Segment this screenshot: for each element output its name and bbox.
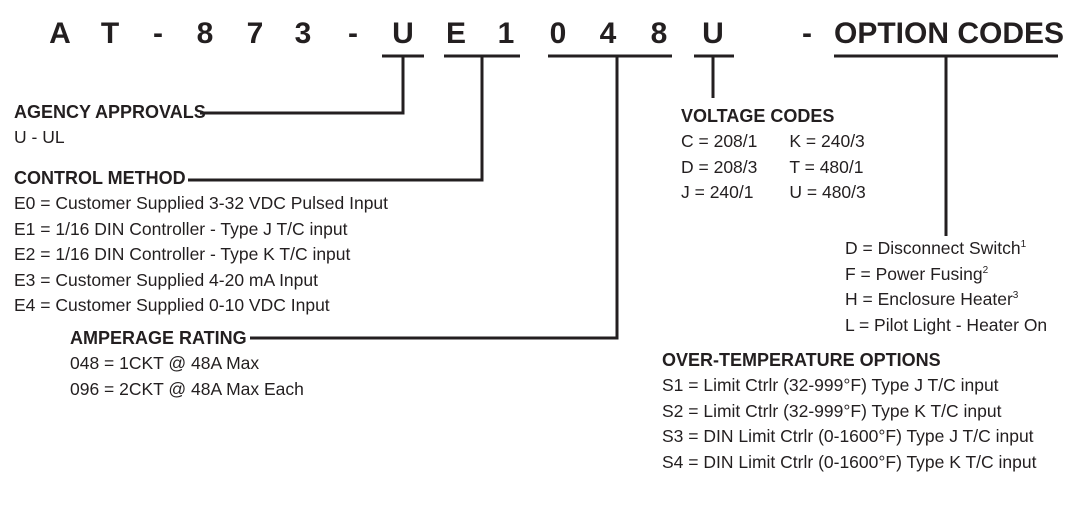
control-method-item: E3 = Customer Supplied 4-20 mA Input: [14, 269, 318, 290]
code-char: U: [702, 17, 724, 50]
agency-approvals-heading: AGENCY APPROVALS: [14, 102, 206, 122]
voltage-item: K = 240/3: [789, 131, 865, 151]
leader-agency: [200, 56, 405, 115]
code-char: 8: [196, 17, 214, 50]
over-temperature-block: OVER-TEMPERATURE OPTIONS S1 = Limit Ctrl…: [662, 347, 1036, 475]
agency-approvals-block: AGENCY APPROVALS U - UL: [14, 99, 206, 151]
voltage-column-right: K = 240/3 T = 480/1 U = 480/3: [789, 129, 865, 206]
voltage-item: C = 208/1: [681, 131, 758, 151]
option-codes-block: D = Disconnect Switch1 F = Power Fusing2…: [845, 236, 1047, 338]
over-temperature-item: S4 = DIN Limit Ctrlr (0-1600°F) Type K T…: [662, 451, 1037, 472]
footnote-marker: 3: [1012, 290, 1019, 302]
option-codes-title: OPTION CODES: [834, 17, 1065, 50]
footnote-marker: 2: [982, 264, 989, 276]
control-method-item: E4 = Customer Supplied 0-10 VDC Input: [14, 295, 330, 315]
option-item: H = Enclosure Heater3: [845, 289, 1019, 309]
code-char: 7: [246, 17, 264, 50]
code-char: 3: [294, 17, 312, 50]
leader-control: [188, 56, 484, 182]
code-char: 1: [497, 17, 515, 50]
code-char: -: [348, 17, 358, 50]
code-char: -: [153, 17, 163, 50]
code-char: 4: [599, 17, 617, 50]
over-temperature-item: S3 = DIN Limit Ctrlr (0-1600°F) Type J T…: [662, 426, 1034, 446]
option-item: F = Power Fusing2: [845, 263, 989, 284]
over-temperature-heading: OVER-TEMPERATURE OPTIONS: [662, 350, 941, 370]
leader-amperage: [250, 56, 619, 340]
code-char: E: [445, 17, 466, 50]
code-char: T: [100, 17, 120, 50]
control-method-block: CONTROL METHOD E0 = Customer Supplied 3-…: [14, 165, 388, 319]
option-item: D = Disconnect Switch1: [845, 238, 1027, 258]
voltage-item: J = 240/1: [681, 182, 754, 202]
control-method-heading: CONTROL METHOD: [14, 168, 186, 188]
code-char: U: [392, 17, 414, 50]
option-item: L = Pilot Light - Heater On: [845, 314, 1048, 335]
code-char: 0: [549, 17, 567, 50]
amperage-rating-heading: AMPERAGE RATING: [70, 328, 247, 348]
amperage-item: 096 = 2CKT @ 48A Max Each: [70, 378, 304, 399]
over-temperature-item: S2 = Limit Ctrlr (32-999°F) Type K T/C i…: [662, 400, 1002, 421]
control-method-item: E2 = 1/16 DIN Controller - Type K T/C in…: [14, 244, 351, 264]
voltage-item: D = 208/3: [681, 156, 758, 177]
footnote-marker: 1: [1020, 239, 1027, 251]
over-temperature-item: S1 = Limit Ctrlr (32-999°F) Type J T/C i…: [662, 375, 999, 395]
control-method-item: E0 = Customer Supplied 3-32 VDC Pulsed I…: [14, 193, 389, 213]
code-char: A: [49, 17, 71, 50]
voltage-codes-block: VOLTAGE CODES C = 208/1 D = 208/3 J = 24…: [681, 103, 866, 206]
code-char: -: [802, 17, 812, 50]
control-method-item: E1 = 1/16 DIN Controller - Type J T/C in…: [14, 218, 348, 239]
voltage-item: T = 480/1: [789, 156, 864, 177]
code-char: 8: [650, 17, 668, 50]
agency-item: U - UL: [14, 127, 65, 147]
amperage-item: 048 = 1CKT @ 48A Max: [70, 353, 260, 373]
voltage-codes-heading: VOLTAGE CODES: [681, 106, 835, 126]
voltage-column-left: C = 208/1 D = 208/3 J = 240/1: [681, 129, 757, 206]
amperage-rating-block: AMPERAGE RATING 048 = 1CKT @ 48A Max 096…: [70, 325, 304, 402]
voltage-item: U = 480/3: [789, 182, 866, 202]
